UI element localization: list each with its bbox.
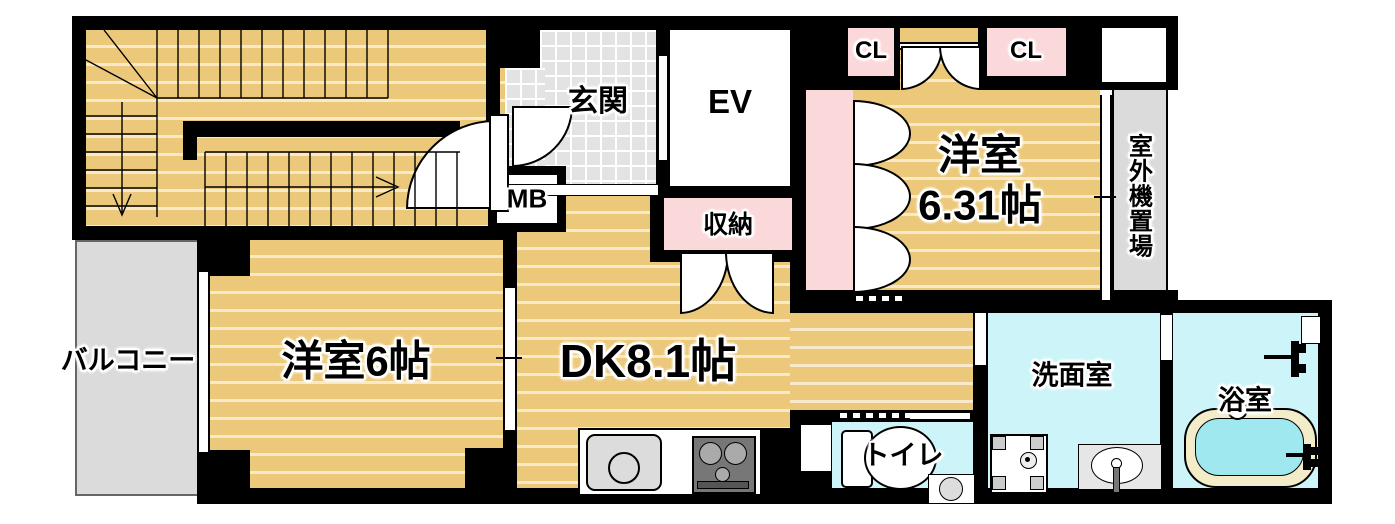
room-label-bathroom: 浴室 (1218, 385, 1272, 416)
tub-faucet-knob (1311, 447, 1318, 455)
tub-faucet-knob2 (1311, 459, 1318, 467)
bath-door (1301, 316, 1321, 344)
vanity-faucet-stem (1113, 467, 1120, 493)
stove-burner-right (724, 442, 747, 465)
corridor-washroom-sliding-door (973, 313, 988, 365)
closet-right (987, 28, 1066, 76)
pillar-room6-topleft (197, 240, 250, 276)
washer-drain-dot (1025, 457, 1030, 462)
wall-stairs-genkan (486, 16, 500, 122)
elevator-door (657, 56, 669, 160)
room-label-western-room-631-line1: 洋室 (937, 131, 1023, 179)
wall-corridor-washroom (973, 365, 988, 488)
partition-tick (496, 357, 522, 359)
room-label-genkan: 玄関 (568, 85, 628, 118)
washer-pad-br (1030, 476, 1044, 490)
room-label-toilet: トイレ (862, 440, 944, 471)
closet-strip (806, 90, 853, 290)
wall-below-mb (503, 232, 517, 288)
toilet-door (800, 424, 832, 472)
wall-stairs-bottom (72, 226, 517, 240)
bathtub-water (1195, 418, 1304, 476)
toilet-corner-sink (939, 477, 963, 501)
stove-burner-small (715, 467, 730, 482)
tub-faucet-stem (1286, 453, 1303, 457)
stairs-diagram (86, 30, 460, 226)
wall-top (72, 16, 806, 30)
toilet-track-right (910, 411, 970, 421)
toilet-bowl (864, 426, 937, 490)
washer-pad-tr (1030, 436, 1044, 450)
corridor-floor (790, 313, 973, 412)
wall-kitchen-right (758, 428, 790, 504)
storage-inner (664, 198, 792, 250)
shower-knob-top (1299, 344, 1306, 353)
room-label-closet-right: CL (1010, 37, 1042, 64)
shower-knob-bottom (1299, 364, 1306, 373)
room631-window-tick (1094, 196, 1116, 198)
wall-stair-mid-stub (183, 121, 197, 160)
partition-sliding-door (503, 288, 517, 430)
room-label-washroom: 洗面室 (1031, 360, 1113, 391)
washer-pad-tl (992, 436, 1006, 450)
room-label-balcony: バルコニー (60, 345, 196, 376)
outdoor-unit-area (1112, 90, 1168, 305)
tub-faucet-icon (1303, 444, 1311, 470)
front-door-leaf (489, 114, 509, 212)
closet-left (848, 28, 894, 76)
shower-faucet-stem (1264, 355, 1291, 359)
entrance-step (505, 184, 658, 196)
room-label-western-room-6: 洋室6帖 (281, 337, 431, 385)
wall-left (72, 16, 86, 240)
wall-ev-right (790, 16, 806, 313)
room-label-storage: 収納 (702, 211, 754, 239)
washer-pad-bl (992, 476, 1006, 490)
stove-burner-left (699, 442, 722, 465)
pillar-dk-room6 (465, 448, 517, 488)
room-label-western-room-631-line2: 6.31帖 (918, 181, 1042, 229)
wall-genkan-notch (498, 16, 540, 68)
shower-faucet-icon (1291, 341, 1299, 377)
stove-grate-bar (697, 481, 749, 489)
elevator-floor (670, 30, 790, 186)
tub-overflow (1227, 399, 1248, 420)
toilet-sliding-track (840, 413, 910, 418)
wall-washbath-top (973, 300, 1332, 313)
room-label-elevator: EV (707, 83, 753, 120)
kitchen-sink-drain (608, 452, 640, 484)
room-label-closet-left: CL (855, 37, 887, 64)
balcony-window (197, 272, 210, 452)
wall-right-outer (1318, 300, 1332, 504)
room-label-meter-box: MB (506, 183, 548, 214)
western-room-6-floor (210, 240, 503, 488)
pipe-space-void (1102, 28, 1166, 82)
room-label-outdoor-unit-area: 室外機置場 (1124, 133, 1152, 259)
room-label-dining-kitchen: DK8.1帖 (559, 335, 737, 387)
room631-sliding-track (856, 296, 904, 301)
wall-stair-mid-bar (183, 121, 460, 137)
pillar-room6-bottomleft (197, 450, 250, 488)
bath-door-gap (1161, 315, 1172, 360)
